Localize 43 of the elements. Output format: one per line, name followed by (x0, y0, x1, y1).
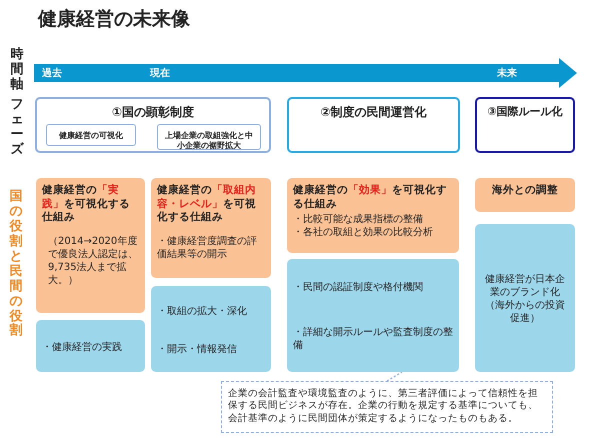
note-box (221, 381, 553, 433)
box-text: ・民間の認証制度や格付機関 (293, 281, 424, 294)
side-label: 時間軸 (10, 48, 24, 93)
box-heading: 健康経営の「取組内容・レベル」を可視化する仕組み (157, 184, 257, 225)
private-role-box (475, 224, 575, 372)
phase-box (35, 97, 271, 153)
box-text: ・詳細な開示ルールや監査制度の整備 (293, 326, 453, 352)
timeline-label: 未来 (497, 66, 517, 80)
box-text: 健康経営の可視化 (59, 131, 123, 142)
side-label: 国の役割と民間の役割 (9, 190, 23, 340)
government-role-box (36, 178, 145, 313)
box-text: 上場企業の取組強化と中小企業の裾野拡大 (164, 131, 254, 152)
private-role-box (36, 320, 145, 372)
sub-phase-box (46, 124, 136, 146)
box-text: ・取組の拡大・深化 (157, 304, 248, 318)
box-text: 健康経営が日本企業のブランド化（海外からの投資促進） (484, 273, 566, 325)
leader-line (386, 371, 402, 382)
government-role-box (151, 178, 271, 278)
private-role-box (151, 286, 271, 372)
phase-box (287, 97, 460, 153)
phase-title: ①国の顕彰制度 (112, 105, 194, 121)
government-role-box (287, 178, 459, 253)
government-role-box (475, 178, 575, 212)
timeline-label: 現在 (150, 66, 170, 80)
box-text: ・健康経営の実践 (42, 340, 123, 354)
phase-box (475, 97, 575, 153)
side-label: フェーズ (10, 98, 24, 158)
sub-phase-box (157, 124, 261, 150)
timeline-arrow (34, 58, 577, 88)
phase-title: ②制度の民間運営化 (320, 105, 427, 121)
timeline-label: 過去 (42, 66, 62, 80)
box-text: （2014→2020年度で優良法人認定は、9,735法人まで拡大。） (47, 234, 139, 287)
box-text: ・比較可能な成果指標の整備 (293, 213, 424, 226)
title: 健康経営の未来像 (38, 7, 190, 32)
box-heading: 健康経営の「効果」を可視化する仕組み (293, 184, 448, 212)
box-heading: 健康経営の「実践」を可視化する仕組み (42, 184, 131, 225)
box-heading: 海外との調整 (492, 184, 558, 198)
box-text: ・健康経営度調査の評価結果等の開示 (157, 234, 258, 261)
phase-title: ③国際ルール化 (487, 105, 563, 120)
box-text: ・開示・情報発信 (157, 342, 238, 356)
private-role-box (287, 259, 459, 372)
box-text: ・各社の取組と効果の比較分析 (293, 226, 434, 240)
note-text: 企業の会計監査や環境監査のように、第三者評価によって信頼性を担保する民間ビジネスが存在。企業の行動を規定する基準についても、会計基準のように民間団体が策定するようになったものもある。 (228, 388, 539, 426)
